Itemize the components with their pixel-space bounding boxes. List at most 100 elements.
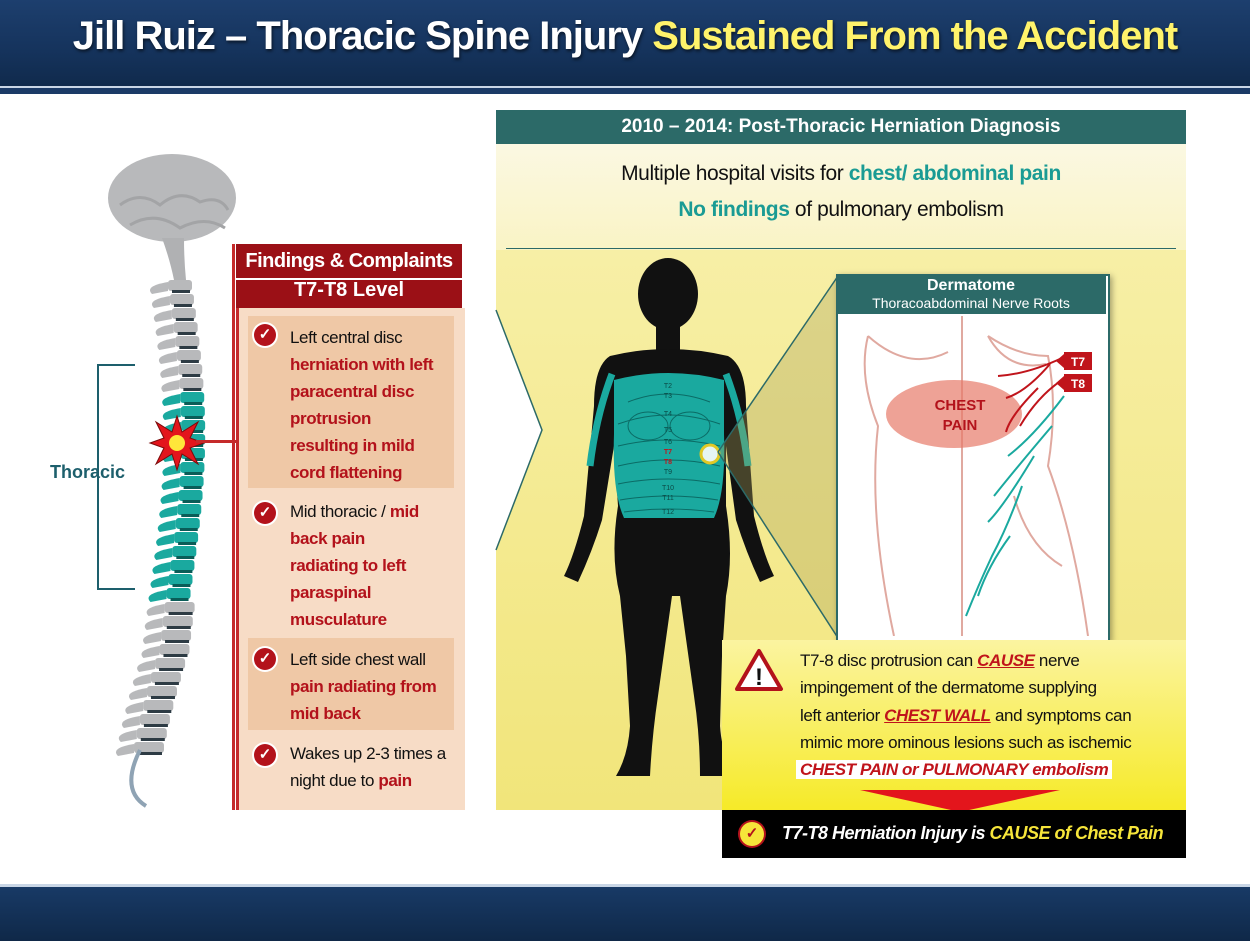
vertebra (172, 546, 197, 557)
pain-label-1: CHEST (935, 397, 986, 414)
vertebra-process (157, 520, 176, 532)
vertebra (164, 602, 195, 613)
spinal-disc (177, 332, 196, 335)
vertebra (179, 476, 204, 487)
check-icon: ✓ (254, 648, 276, 670)
warning-line-2: impingement of the dermatome supplying (800, 678, 1097, 697)
vertebra (180, 406, 205, 417)
thoracic-label: Thoracic (50, 462, 126, 482)
vertebra-process (162, 394, 181, 406)
findings-connector-horizontal (196, 440, 236, 443)
spinal-disc (179, 528, 198, 531)
dermatome-level-label: T10 (662, 485, 674, 492)
vertebra-process (118, 730, 137, 742)
vertebra (177, 504, 202, 515)
spinal-disc (137, 752, 162, 755)
spinal-disc (170, 598, 189, 601)
vertebra (175, 518, 200, 529)
spinal-disc (168, 612, 193, 615)
vertebra-process (141, 646, 160, 658)
spinal-disc (175, 318, 194, 321)
vertebra (136, 728, 167, 739)
vertebra (139, 714, 170, 725)
spinal-disc (184, 402, 203, 405)
footer-banner (0, 884, 1250, 941)
svg-text:!: ! (755, 664, 763, 691)
finding-highlight: pain radiating from mid back (290, 677, 437, 723)
spinal-disc (163, 654, 188, 657)
warning-icon: ! (735, 649, 783, 691)
warning-panel (722, 640, 1186, 810)
cause-highlight: CAUSE (977, 651, 1035, 670)
finding-text: Left central disc (290, 328, 403, 347)
diagnosis-line-2: No findings of pulmonary embolism (496, 198, 1186, 222)
spinal-disc (174, 570, 193, 573)
vertebra (150, 672, 181, 683)
check-icon: ✓ (254, 502, 276, 524)
chest-wall-highlight: CHEST WALL (884, 706, 991, 725)
title-banner (0, 0, 1250, 86)
spinal-disc (181, 514, 200, 517)
vertebra-process (148, 590, 167, 602)
spinal-disc (159, 668, 184, 671)
spinal-disc (166, 626, 191, 629)
check-icon: ✓ (254, 744, 276, 766)
dermatome-level-label: T4 (664, 411, 672, 418)
vertebra (179, 378, 204, 389)
dermatome-illustration: CHEST PAIN T7 T8 (863, 316, 1092, 636)
vertebra-process (137, 660, 156, 672)
zoom-beam (717, 275, 839, 639)
finding-item: ✓ Left central disc herniation with left… (248, 316, 454, 488)
vertebra (168, 280, 192, 291)
vertebra (180, 392, 205, 403)
tag-t8: T8 (1071, 377, 1085, 391)
vertebra (170, 560, 195, 571)
vertebra-process (154, 548, 173, 560)
vertebra (173, 322, 198, 333)
spinal-disc (173, 304, 192, 307)
dermatome-level-label: T7 (664, 449, 672, 456)
diagnosis-divider (506, 248, 1176, 249)
spinal-disc (184, 472, 203, 475)
vertebra (146, 686, 177, 697)
finding-text: Mid thoracic / (290, 502, 390, 521)
vertebra (169, 294, 194, 305)
vertebra (174, 532, 199, 543)
vertebra (176, 350, 201, 361)
finding-text: Left side chest wall (290, 650, 426, 669)
vertebra-process (161, 478, 180, 490)
findings-connector-vertical (232, 244, 235, 810)
finding-item: ✓ Left side chest wall pain radiating fr… (248, 638, 454, 730)
vertebra-process (151, 296, 170, 308)
vertebra (161, 630, 192, 641)
diagnosis-line-1: Multiple hospital visits for chest/ abdo… (496, 162, 1186, 186)
vertebra-process (150, 576, 169, 588)
vertebra-process (150, 282, 168, 294)
vertebra-process (115, 744, 134, 756)
title-part-white: Jill Ruiz – Thoracic Spine Injury (72, 14, 643, 58)
vertebra (166, 588, 191, 599)
finding-item: ✓ Mid thoracic / mid back pain radiating… (248, 494, 454, 634)
vertebra-process (157, 338, 176, 350)
vertebra-process (160, 366, 179, 378)
vertebra-process (121, 716, 140, 728)
warning-line-5: CHEST PAIN or PULMONARY embolism (796, 760, 1176, 780)
spinal-disc (147, 710, 172, 713)
spinal-disc (143, 724, 168, 727)
vertebra (178, 490, 203, 501)
dermatome-level-label: T5 (664, 427, 672, 434)
spinal-disc (165, 640, 190, 643)
vertebra (171, 308, 196, 319)
conclusion-check-icon: ✓ (740, 822, 764, 846)
vertebra-process (153, 310, 172, 322)
findings-level: T7-T8 Level (293, 279, 405, 301)
spinal-disc (183, 486, 202, 489)
spinal-disc (172, 290, 190, 293)
diagnosis-header: 2010 – 2014: Post-Thoracic Herniation Di… (496, 110, 1186, 144)
finding-highlight: mid back pain radiating to left paraspin… (290, 502, 419, 629)
vertebra (162, 616, 193, 627)
pain-label-2: PAIN (943, 417, 978, 434)
dermatome-level-label: T3 (664, 393, 672, 400)
down-arrow-icon (860, 790, 1060, 812)
